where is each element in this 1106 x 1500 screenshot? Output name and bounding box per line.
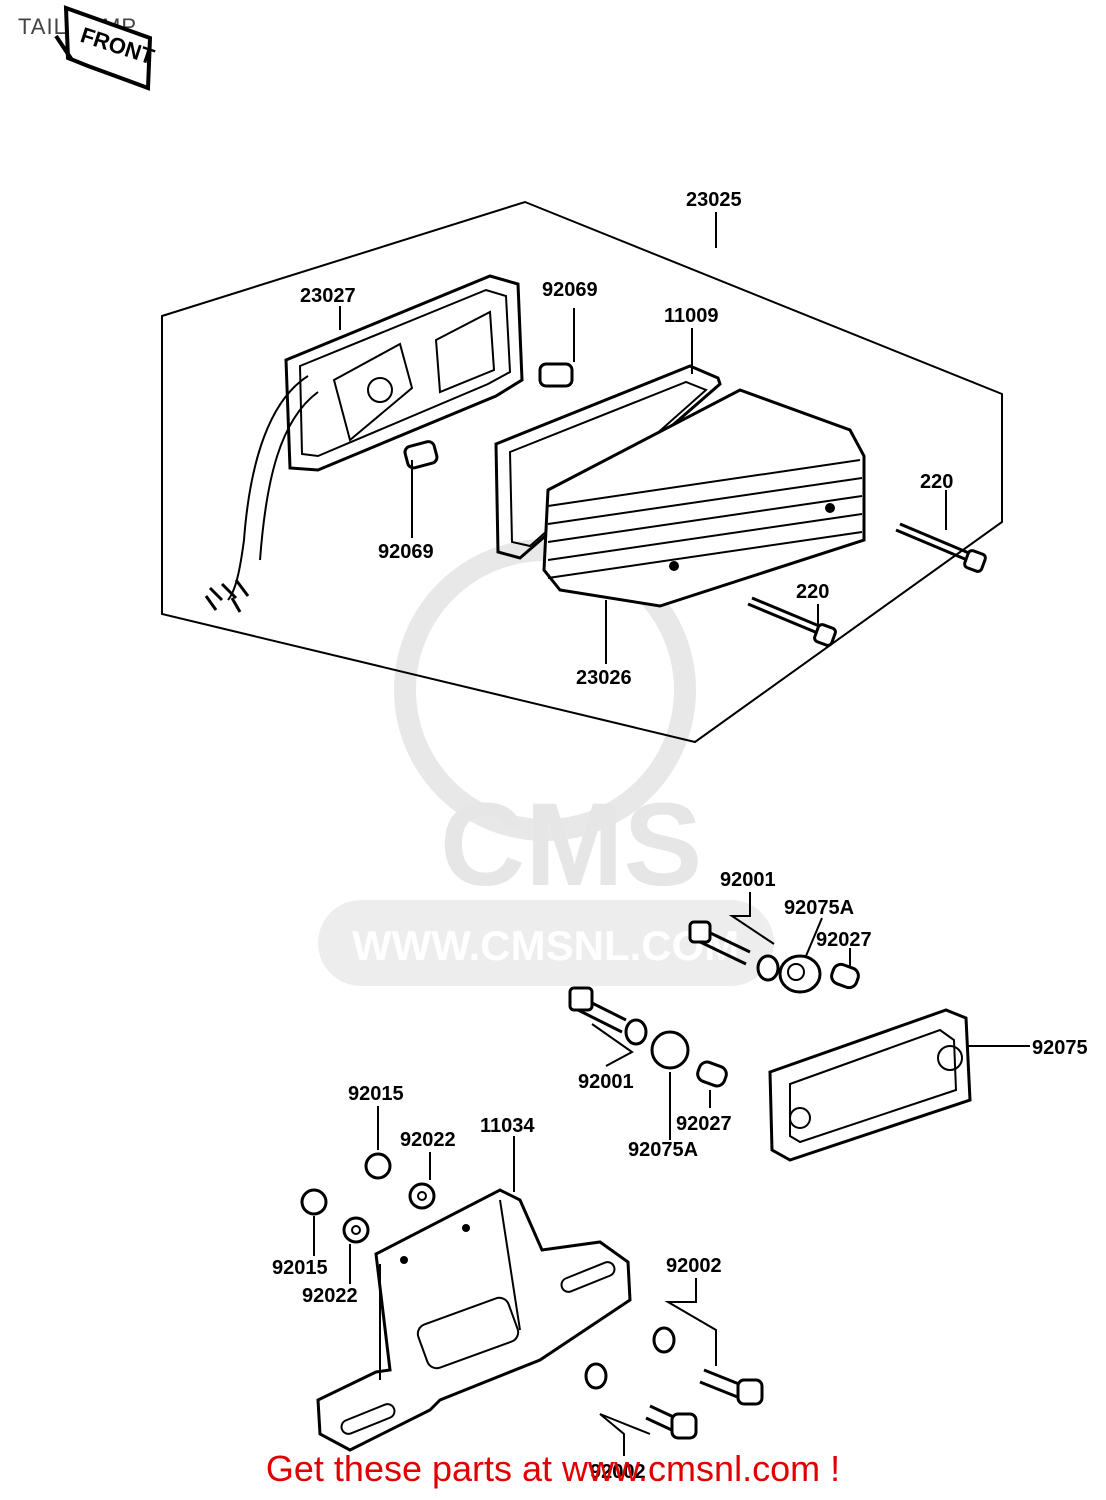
callout-92075: 92075 xyxy=(1032,1037,1088,1059)
watermark-brand: CMS xyxy=(440,779,702,911)
assembly-outline xyxy=(161,200,1003,744)
screw-92001-upper xyxy=(688,920,780,982)
callout-92075a-lower: 92075A xyxy=(628,1139,698,1161)
callout-92022-top: 92022 xyxy=(400,1129,456,1151)
grommet-92075a-lower xyxy=(650,1030,690,1070)
bolt-92002-bottom xyxy=(584,1362,698,1440)
nut-92015-bottom xyxy=(300,1188,328,1216)
bolt-92002-right xyxy=(652,1326,764,1406)
callout-92001-upper: 92001 xyxy=(720,869,776,891)
callout-labels: 23025 23027 92069 11009 220 92069 220 23… xyxy=(272,189,1088,1483)
bulb-92069-top xyxy=(538,362,574,388)
grommet-92075a-upper xyxy=(778,954,822,994)
callout-92002-bottom: 92002 xyxy=(590,1461,646,1483)
screw-220-bottom xyxy=(747,596,837,647)
cms-watermark: CMS WWW.CMSNL.COM xyxy=(318,539,774,986)
washer-92022-top xyxy=(408,1182,436,1210)
leader-lines-lower xyxy=(313,892,1030,1456)
callout-23027: 23027 xyxy=(300,285,356,307)
screw-92001-lower xyxy=(568,986,648,1046)
callout-23025: 23025 xyxy=(686,189,742,211)
callout-92001-lower: 92001 xyxy=(578,1071,634,1093)
front-arrow-badge: FRONT xyxy=(54,5,158,91)
lamp-base-23027 xyxy=(204,274,524,613)
callout-11034: 11034 xyxy=(480,1115,535,1137)
callout-92022-bottom: 92022 xyxy=(302,1285,358,1307)
callout-92002-right: 92002 xyxy=(666,1255,722,1277)
call-to-action-link[interactable]: Get these parts at www.cmsnl.com ! xyxy=(265,1448,841,1489)
callout-92069-bottom: 92069 xyxy=(378,541,434,563)
collar-92027-upper xyxy=(830,962,860,990)
collar-92027-lower xyxy=(696,1060,728,1088)
callout-92015-bottom: 92015 xyxy=(272,1257,328,1279)
bracket-11034 xyxy=(316,1188,632,1452)
callout-92027-upper: 92027 xyxy=(816,929,872,951)
screw-220-right xyxy=(895,522,987,573)
callout-23026: 23026 xyxy=(576,667,632,689)
callout-92027-lower: 92027 xyxy=(676,1113,732,1135)
plate-92075 xyxy=(768,1008,972,1162)
callout-92069-top: 92069 xyxy=(542,279,598,301)
callout-11009: 11009 xyxy=(664,305,719,327)
callout-220-bottom: 220 xyxy=(796,581,829,603)
callout-220-right: 220 xyxy=(920,471,953,493)
watermark-url: WWW.CMSNL.COM xyxy=(352,922,739,969)
callout-92075a-upper: 92075A xyxy=(784,897,854,919)
nut-92015-top xyxy=(364,1152,392,1180)
watermark-pill xyxy=(318,900,774,986)
bulb-92069-bottom xyxy=(403,440,439,470)
leader-lines-upper xyxy=(339,212,947,664)
lens-23026 xyxy=(542,388,866,608)
callout-92015-top: 92015 xyxy=(348,1083,404,1105)
washer-92022-bottom xyxy=(342,1216,370,1244)
